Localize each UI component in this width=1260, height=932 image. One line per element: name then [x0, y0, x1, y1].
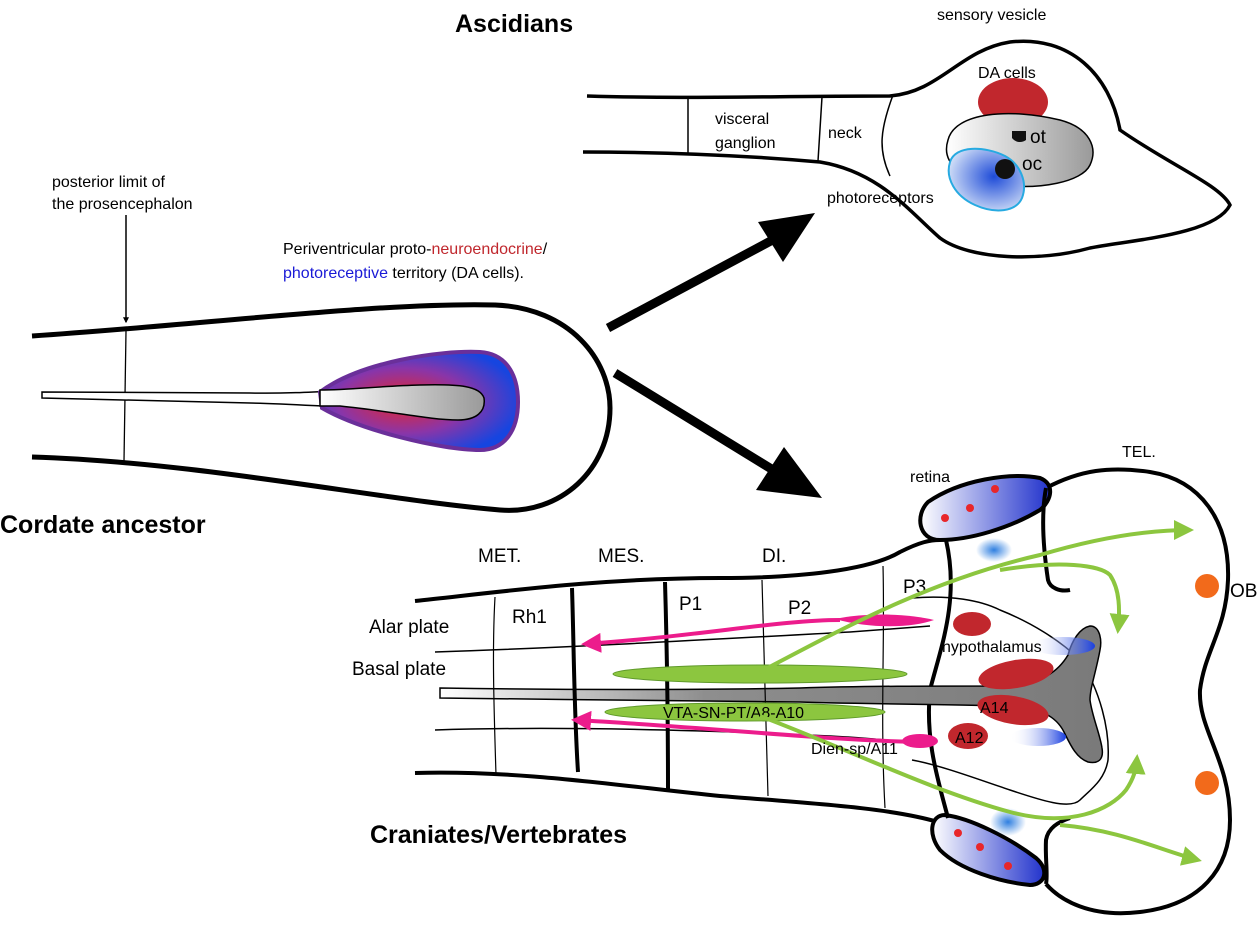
retina-top	[918, 474, 1053, 543]
boundary-met-mes	[570, 587, 580, 773]
hypothalamus-contour	[911, 596, 1109, 805]
territory-label-line1: Periventricular proto-neuroendocrine/	[283, 241, 548, 258]
neck-label: neck	[828, 125, 863, 142]
vertebrate-brain: retina TEL. MET. MES. DI. Rh1 P1 P2 P3 A…	[352, 444, 1257, 916]
ob-lower	[1195, 771, 1219, 795]
territory-text-proto: Periventricular proto-	[283, 241, 432, 258]
blue-lobe-hypothalamus	[1031, 637, 1095, 655]
alar-plate-label: Alar plate	[369, 617, 449, 638]
arrow-to-ascidians-head	[758, 213, 815, 262]
posterior-limit-label-2: the prosencephalon	[52, 196, 193, 213]
posterior-limit-label-1: posterior limit of	[52, 174, 165, 191]
magenta-arrow-upper	[581, 618, 841, 653]
vertebrate-outline-ventral	[414, 770, 939, 824]
da-a12	[948, 723, 988, 749]
boundary-p2-p3	[882, 565, 886, 809]
territory-label-line2: photoreceptive territory (DA cells).	[283, 265, 524, 282]
da-hypothalamus-mid	[978, 658, 1054, 690]
hypothalamus-label: hypothalamus	[942, 639, 1042, 656]
rh1-label: Rh1	[512, 607, 547, 628]
di-label: DI.	[762, 546, 786, 567]
ancestor-ventricle-tip	[319, 384, 485, 421]
ob-label: OB	[1230, 581, 1257, 602]
ascidian-line-3	[881, 94, 894, 177]
p2-label: P2	[788, 598, 811, 619]
green-arrow-upper-2	[999, 562, 1130, 634]
photoreceptors-label: photoreceptors	[827, 190, 934, 207]
magenta-ellipse-upper	[835, 614, 934, 627]
met-label: MET.	[478, 546, 521, 567]
title-craniates: Craniates/Vertebrates	[370, 821, 627, 849]
alar-basal-line-upper	[434, 625, 931, 653]
a14-label: A14	[980, 700, 1009, 717]
da-a14	[977, 694, 1049, 726]
sensory-vesicle-label: sensory vesicle	[937, 7, 1046, 24]
retina-top-cell-1	[941, 514, 949, 522]
retina-bottom-cell-3	[1004, 862, 1012, 870]
vertebrate-outline-dorsal	[414, 538, 941, 603]
ot-label: ot	[1030, 127, 1047, 148]
a12-label: A12	[955, 730, 984, 747]
retina-bottom	[930, 812, 1047, 888]
dien-label: Dien-sp/A11	[811, 741, 898, 758]
territory-text-neuroendocrine: neuroendocrine	[432, 241, 543, 258]
basal-plate-label: Basal plate	[352, 659, 446, 680]
arrow-to-ascidians	[605, 232, 783, 332]
arrow-to-vertebrates	[612, 369, 781, 477]
retina-top-cell-2	[966, 504, 974, 512]
blue-lobe-a12	[1010, 728, 1066, 746]
oc-dot	[995, 159, 1015, 179]
retina-bottom-cell-1	[954, 829, 962, 837]
visceral-label: visceral	[715, 111, 769, 128]
magenta-arrow-lower	[571, 710, 921, 744]
green-territory-lower	[604, 702, 886, 722]
boundary-p1-p2	[761, 579, 769, 797]
ot-dot	[1012, 131, 1026, 143]
title-chordate-ancestor: Cordate ancestor	[0, 511, 206, 539]
ob-upper	[1195, 574, 1219, 598]
territory-text-da: territory (DA cells).	[388, 265, 524, 282]
ascidian-brain: sensory vesicle visceral ganglion neck D…	[582, 7, 1232, 259]
oc-label: oc	[1022, 154, 1042, 175]
green-arrow-lower-2	[1059, 823, 1202, 866]
retina-label: retina	[910, 469, 950, 486]
tel-label: TEL.	[1122, 444, 1156, 461]
title-ascidians: Ascidians	[455, 10, 573, 38]
retina-top-cell-3	[991, 485, 999, 493]
territory-text-photoreceptive: photoreceptive	[283, 265, 388, 282]
arrow-to-vertebrates-head	[756, 447, 822, 498]
ascidian-line-2	[817, 96, 823, 162]
mes-label: MES.	[598, 546, 644, 567]
vta-label: VTA-SN-PT/A8-A10	[663, 705, 804, 722]
territory-text-slash: /	[543, 241, 548, 258]
ascidian-outline	[582, 39, 1232, 259]
boundary-mes-di	[663, 581, 670, 793]
vertebrate-ventricle	[439, 625, 1104, 764]
green-territory-upper	[612, 664, 908, 684]
green-arrow-upper-1	[759, 520, 1194, 674]
green-arrow-lower-1	[759, 714, 1146, 821]
p1-label: P1	[679, 594, 702, 615]
da-hypothalamus-upper	[953, 612, 991, 636]
boundary-rh1-left	[492, 596, 497, 776]
retina-bottom-cell-2	[976, 843, 984, 851]
tel-boundary-top	[1041, 487, 1071, 593]
tel-boundary-bottom	[1043, 816, 1071, 885]
ganglion-label: ganglion	[715, 135, 776, 152]
tel-outline-top	[1044, 467, 1233, 916]
da-cells-label: DA cells	[978, 65, 1036, 82]
ancestor-outline	[31, 302, 613, 513]
ancestor-brain: posterior limit of the prosencephalon Pe…	[31, 174, 613, 513]
blue-spot-upper	[976, 538, 1012, 562]
